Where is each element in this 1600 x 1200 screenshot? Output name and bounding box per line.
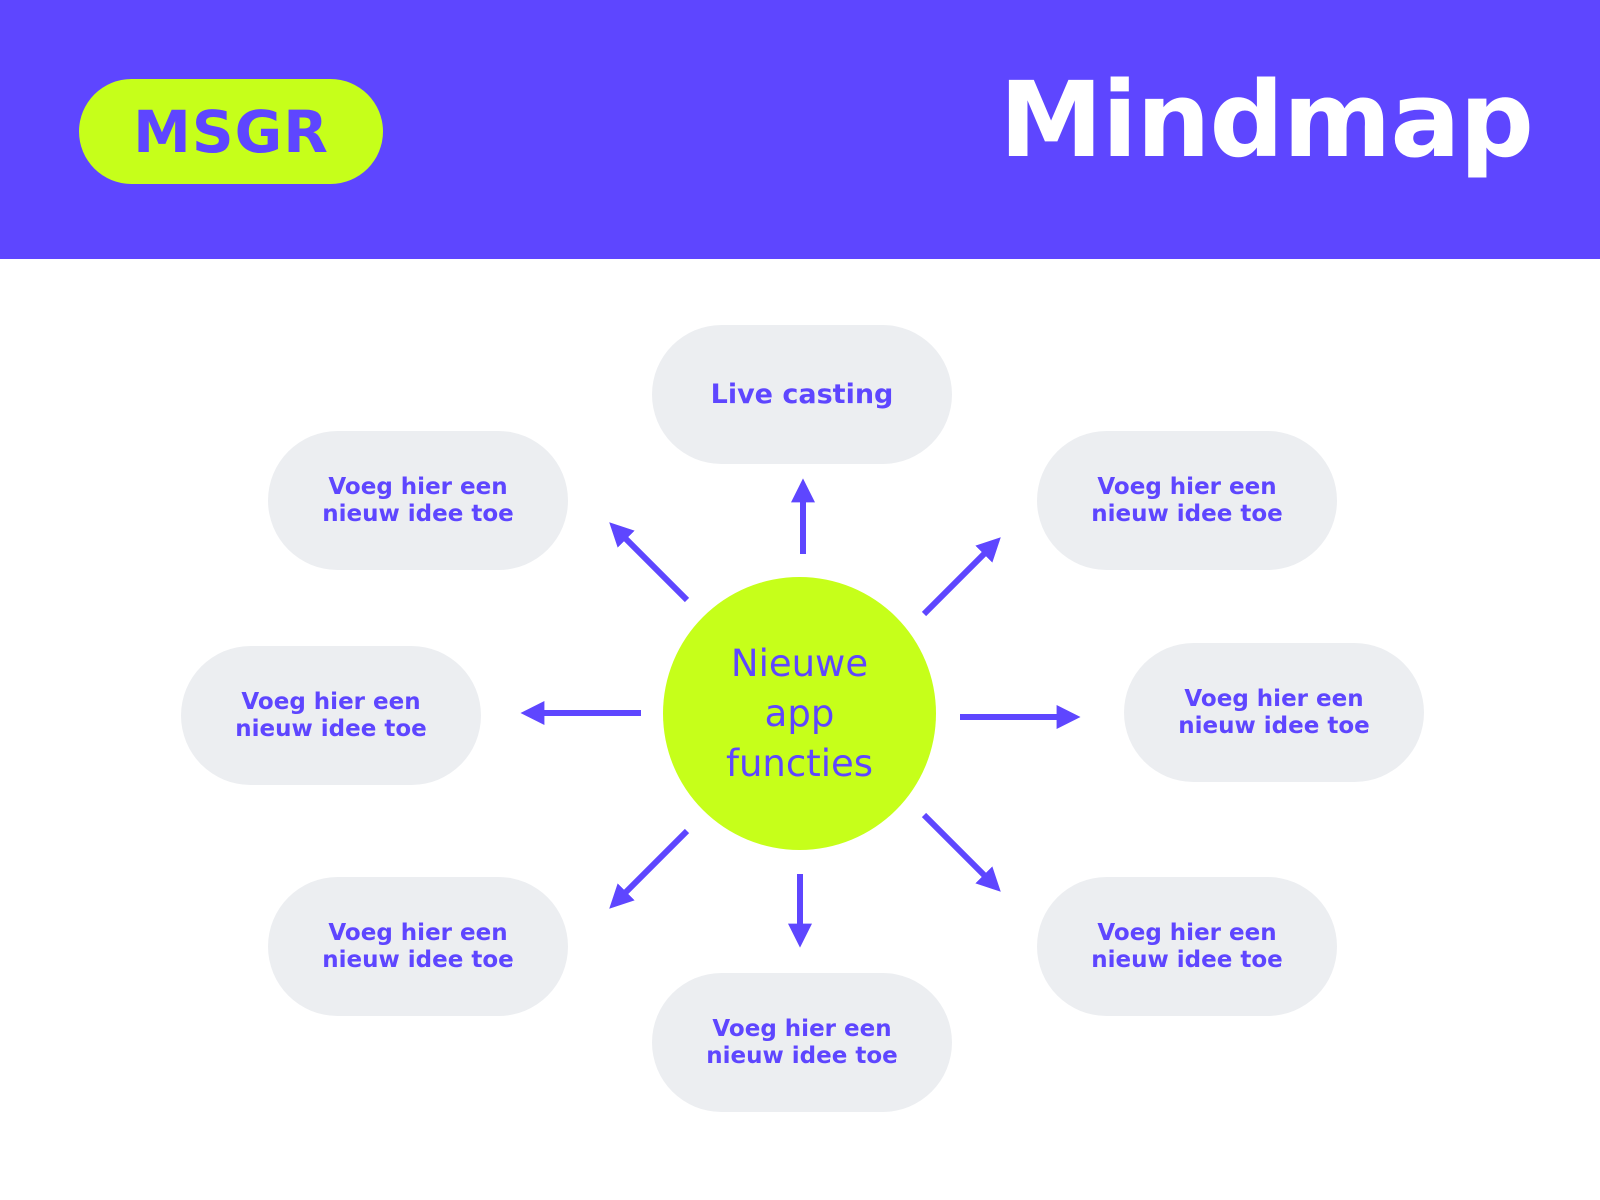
node-idea-left: Voeg hier een nieuw idee toe [181, 646, 481, 785]
page-title: Mindmap [999, 59, 1534, 181]
node-idea-bottom-left: Voeg hier een nieuw idee toe [268, 877, 568, 1016]
node-live-casting: Live casting [652, 325, 952, 464]
arrow-up-right [921, 537, 1001, 617]
msgr-logo: MSGR [79, 79, 383, 184]
node-idea-top-right: Voeg hier een nieuw idee toe [1037, 431, 1337, 570]
arrow-down-left [609, 828, 690, 909]
center-topic: Nieuwe app functies [663, 577, 936, 850]
arrow-down-right [921, 812, 1001, 892]
node-idea-top-left: Voeg hier een nieuw idee toe [268, 431, 568, 570]
node-idea-right: Voeg hier een nieuw idee toe [1124, 643, 1424, 782]
header-banner: MSGR Mindmap [0, 0, 1600, 259]
node-idea-bottom-right: Voeg hier een nieuw idee toe [1037, 877, 1337, 1016]
node-idea-bottom: Voeg hier een nieuw idee toe [652, 973, 952, 1112]
arrow-up-left [609, 522, 690, 603]
